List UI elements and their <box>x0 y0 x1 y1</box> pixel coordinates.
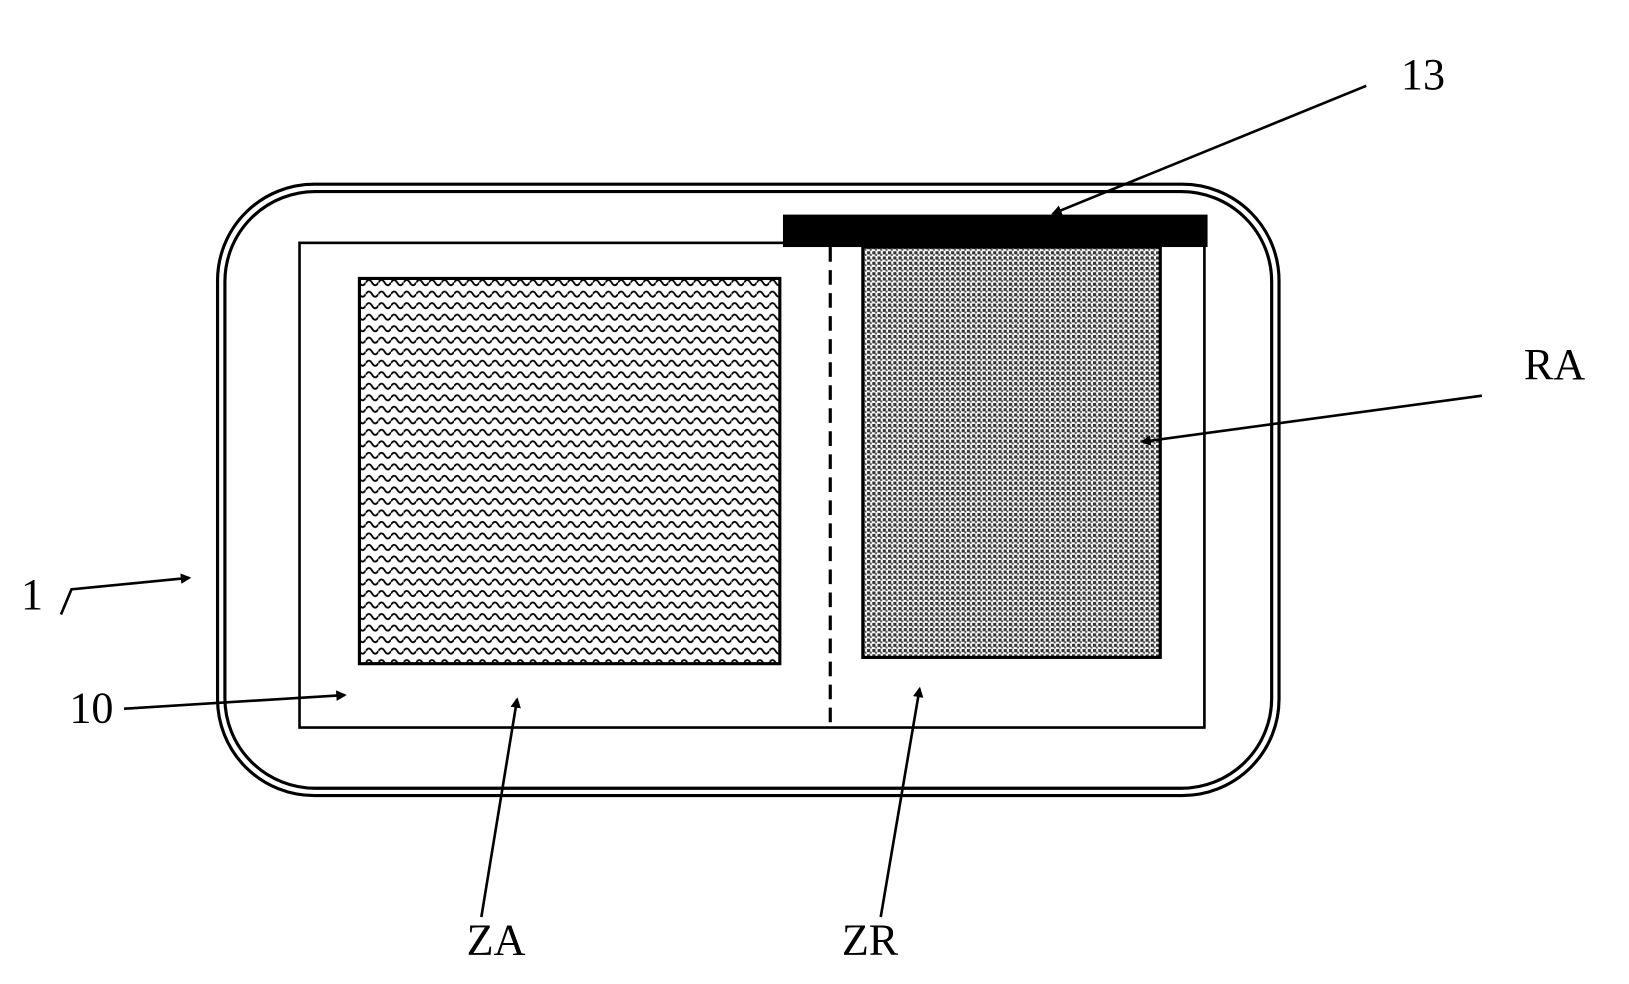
reagent-area-ra <box>861 245 1162 659</box>
leader-arrows <box>59 84 1483 918</box>
arrow-za <box>480 697 521 918</box>
arrow-13 <box>1051 84 1367 216</box>
strip-13-black-bar <box>782 214 1208 248</box>
arrow-zr <box>879 686 924 918</box>
arrow-ra <box>1140 394 1483 446</box>
label-1: 1 <box>21 570 43 619</box>
label-zr: ZR <box>842 916 899 965</box>
label-10: 10 <box>69 683 113 732</box>
label-13: 13 <box>1401 50 1445 99</box>
zone-za-wavy-area <box>357 276 782 666</box>
label-ra: RA <box>1524 340 1586 389</box>
arrow-1 <box>59 573 192 615</box>
arrow-10 <box>123 690 347 710</box>
label-za: ZA <box>467 916 526 965</box>
card-outline <box>215 182 1281 798</box>
